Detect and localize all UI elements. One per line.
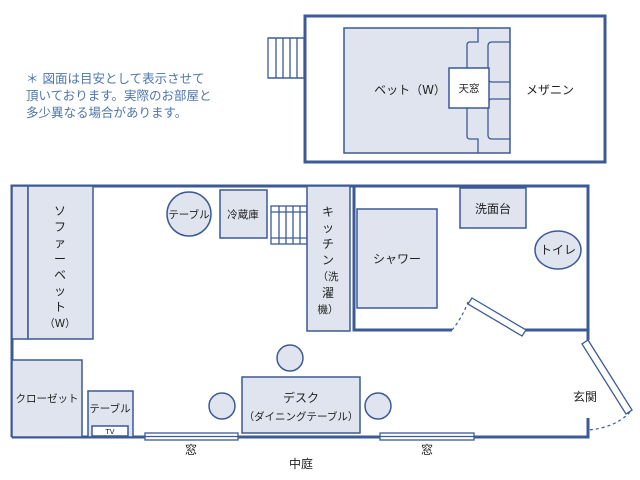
sofa-char-5: ベ <box>54 268 66 282</box>
kitchen: キ ッ チ ン （洗 濯 機） <box>306 185 351 332</box>
sofa-bed: ソ フ ァ ー ベ ッ ト （W） <box>11 185 94 340</box>
mezzanine-stairs <box>267 37 305 79</box>
kitchen-char-5: （洗 <box>318 271 339 283</box>
desk-label: デスク <box>283 390 319 405</box>
chair-left <box>208 392 236 420</box>
entrance-door <box>581 339 633 431</box>
sofa-char-2: フ <box>54 220 66 234</box>
tv-label: TV <box>104 428 114 436</box>
bed-label: ベット（W） <box>374 83 446 97</box>
fridge <box>219 189 268 239</box>
shower-label: シャワー <box>373 252 421 266</box>
round-table <box>166 191 212 237</box>
desk <box>241 376 361 434</box>
desk-set: デスク （ダイニングテーブル） <box>208 344 392 434</box>
toilet <box>534 230 582 270</box>
window-right-label: 窓 <box>421 442 433 457</box>
entrance-label: 玄関 <box>573 389 597 404</box>
fridge-label: 冷蔵庫 <box>227 208 259 221</box>
kitchen-char-3: チ <box>322 237 334 251</box>
kitchen-char-6: 濯 <box>322 286 334 300</box>
mezzanine-label: メザニン <box>526 83 574 97</box>
sofa-char-1: ソ <box>54 204 66 218</box>
toilet-label: トイレ <box>540 243 576 257</box>
closet <box>11 359 83 438</box>
round-table-label: テーブル <box>168 208 209 221</box>
tv-table-label: テーブル <box>89 402 130 415</box>
sofa-char-4: ー <box>54 252 66 266</box>
chair-top <box>276 344 304 372</box>
courtyard-label: 中庭 <box>289 456 313 471</box>
disclaimer-note: ＊ 図面は目安として表示させて 頂いております。実際のお部屋と 多少異なる場合が… <box>26 70 256 121</box>
closet-label: クローゼット <box>16 393 79 405</box>
main-stairs <box>270 205 308 245</box>
note-line-2: 頂いております。実際のお部屋と <box>26 88 212 103</box>
tv <box>91 425 129 437</box>
sofa-char-7: ト <box>54 300 66 314</box>
sofa-char-6: ッ <box>54 284 66 298</box>
washbasin <box>459 187 527 229</box>
note-line-1: ＊ 図面は目安として表示させて <box>26 71 205 86</box>
note-line-3: 多少異なる場合があります。 <box>26 105 188 120</box>
mezzanine-wall <box>303 14 607 164</box>
kitchen-char-1: キ <box>322 205 334 219</box>
sofa-char-3: ァ <box>54 236 66 250</box>
desk-sub-label: （ダイニングテーブル） <box>244 410 359 423</box>
window-left-label: 窓 <box>185 442 197 457</box>
bathroom-walls <box>352 186 588 337</box>
sofa-char-8: （W） <box>44 318 75 330</box>
skylight-label: 天窓 <box>459 82 480 95</box>
mezzanine-area: 天窓 ベット（W） メザニン <box>267 14 607 164</box>
chair-right <box>364 392 392 420</box>
shower <box>356 208 438 309</box>
kitchen-char-4: ン <box>322 253 334 267</box>
washbasin-label: 洗面台 <box>475 201 511 216</box>
skylight <box>448 67 490 109</box>
kitchen-char-2: ッ <box>322 221 334 235</box>
kitchen-char-7: 機） <box>318 303 339 316</box>
